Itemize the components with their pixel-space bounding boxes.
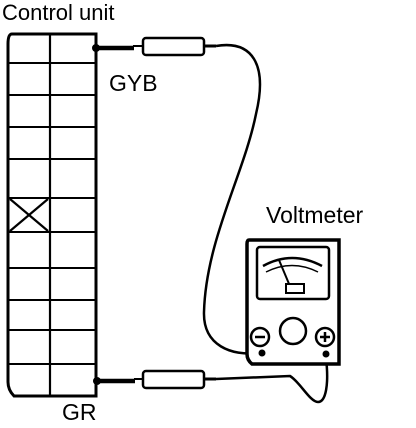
- wire-bottom-to-positive: [215, 357, 329, 404]
- connector-block-icon: [6, 32, 98, 398]
- control-unit-title: Control unit: [2, 0, 115, 25]
- voltmeter-label: Voltmeter: [266, 202, 364, 228]
- lead-wires: [202, 43, 329, 404]
- analog-voltmeter-icon: [245, 238, 341, 366]
- terminal-gyb-label: GYB: [109, 70, 158, 96]
- top-probe: [92, 36, 216, 57]
- bottom-probe: [93, 369, 216, 390]
- terminal-gr-label: GR: [62, 399, 97, 425]
- wire-top-to-negative: [202, 43, 262, 355]
